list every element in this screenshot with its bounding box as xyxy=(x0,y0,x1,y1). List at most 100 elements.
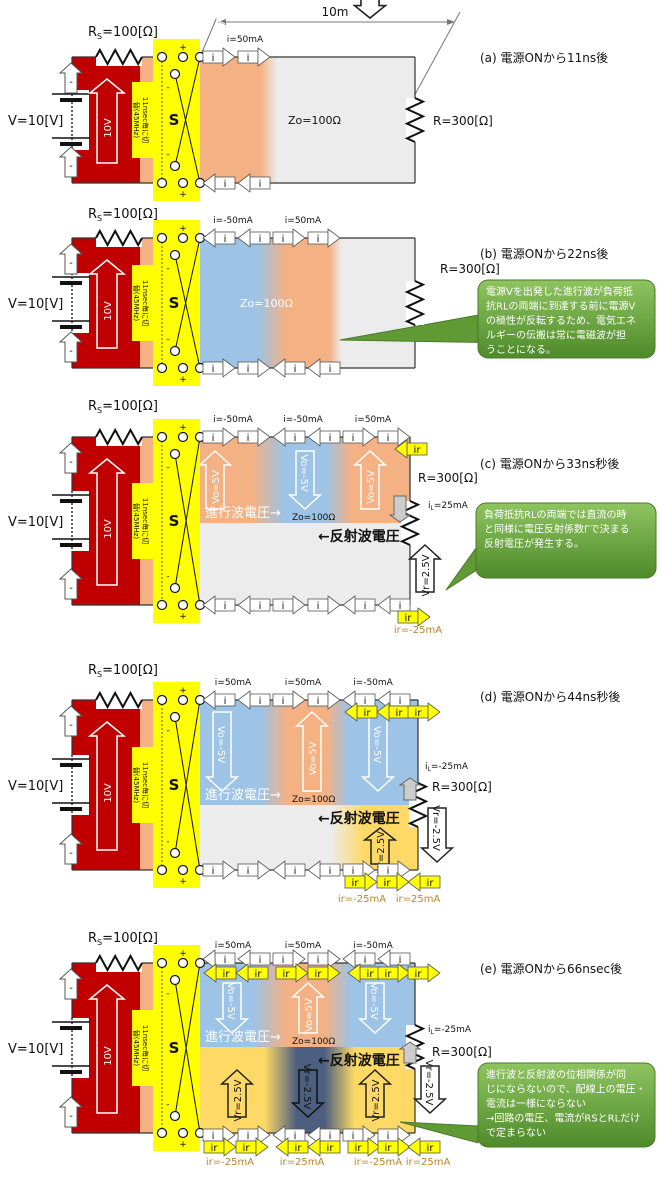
current-arrow-top-head xyxy=(342,949,356,969)
rs-value: =100[Ω] xyxy=(102,207,158,222)
voltage-arrow-label: Vo=-5V xyxy=(215,0,226,25)
source-resistor-label: RS=100[Ω] xyxy=(88,931,158,947)
dimension-10m: 10m xyxy=(199,5,461,101)
reflected-current-arrow-bottom-glyph: ir xyxy=(384,878,392,889)
switch-minus-bottom: - xyxy=(166,1100,169,1110)
battery-minus-sign: - xyxy=(69,457,73,468)
voltage-arrow-label: Vr=-2.5V xyxy=(301,1064,312,1110)
battery-polarity-arrow-icon xyxy=(58,62,84,94)
battery-minus-sign: - xyxy=(69,848,73,859)
switch-minus-top: - xyxy=(166,989,169,999)
panel-e: 進行波と反射波の位相関係が同じにならないので、配線上の電圧・電流は一様にならない… xyxy=(8,931,656,1168)
switch-plus-bottom: + xyxy=(179,877,187,887)
switch-terminal xyxy=(177,864,189,876)
current-arrow-bottom-glyph: i xyxy=(317,601,320,612)
current-arrow-top-head xyxy=(257,427,271,447)
reflected-current-arrow-bottom-glyph: ir xyxy=(243,1143,251,1154)
impedance-label: Zo=100Ω xyxy=(240,297,293,310)
reflected-current-arrow-top-head xyxy=(397,963,411,983)
current-arrow-top-head xyxy=(327,949,341,969)
reflected-current-arrow-bottom-head xyxy=(407,872,421,892)
battery-polarity-arrow-icon xyxy=(58,243,84,275)
switch-note-line1: 11nsec毎に切 xyxy=(141,1025,150,1071)
reflected-wave-region xyxy=(200,523,410,605)
current-arrow-bottom-glyph: i xyxy=(352,866,355,877)
source-resistor-label: RS=100[Ω] xyxy=(88,399,158,415)
battery-icon xyxy=(52,755,90,815)
callout-text-line: の極性が反転するため、電気エネ xyxy=(486,314,636,327)
switch-terminal xyxy=(177,599,189,611)
rs-main: R xyxy=(88,663,97,678)
reflected-current-arrow-top-glyph: ir xyxy=(255,969,263,980)
current-arrow-bottom-head xyxy=(237,173,251,193)
switch-cross-wire xyxy=(174,254,201,369)
current-arrow-bottom-head xyxy=(202,173,216,193)
voltage-arrow-label: Vr=2.5V xyxy=(371,1079,382,1121)
reflected-current-arrow-top-glyph: ir xyxy=(223,969,231,980)
switch-note-line2: 替(45MHz) xyxy=(132,1030,141,1067)
current-arrow-bottom-glyph: i xyxy=(247,364,250,375)
load-resistor-label: R=300[Ω] xyxy=(440,262,500,276)
switch-terminal xyxy=(177,1127,189,1139)
load-current-arrow-icon xyxy=(398,1041,422,1064)
current-arrow-bottom-glyph: i xyxy=(329,866,332,877)
current-arrow-top-glyph: i xyxy=(224,234,227,245)
source-resistor-icon xyxy=(95,47,143,67)
voltage-arrow-label: Vo=5V xyxy=(366,470,377,504)
battery-polarity-arrow-icon xyxy=(58,568,84,600)
reflected-current-arrow-top-head xyxy=(394,439,408,459)
source-voltage-arrow-label: 10V xyxy=(103,118,114,138)
switch-note-box xyxy=(132,82,154,158)
load-current-arrow-icon xyxy=(388,495,412,523)
current-arrow-bottom-glyph: i xyxy=(329,364,332,375)
switch-plus-bottom: + xyxy=(179,1140,187,1150)
reflected-current-arrow-bottom-head xyxy=(364,872,378,892)
reflected-current-arrow-bottom-head xyxy=(397,1137,411,1157)
current-arrow-bottom-head xyxy=(222,358,236,378)
rs-sub: S xyxy=(97,32,102,41)
current-arrow-bottom-head xyxy=(307,1125,321,1145)
voltage-arrow-label: Vo=5V xyxy=(299,0,310,10)
current-arrow-top-glyph: i xyxy=(247,53,250,64)
switch-note-box xyxy=(132,483,154,559)
current-arrow-bottom-glyph: i xyxy=(387,1131,390,1142)
switch-note-line1: 11nsec毎に切 xyxy=(141,97,150,143)
switch-minus-bottom: - xyxy=(166,572,169,582)
current-arrow-top-glyph: i xyxy=(259,696,262,707)
current-arrow-top-glyph: i xyxy=(212,53,215,64)
source-voltage-label: V=10[V] xyxy=(8,114,63,129)
voltage-arrow xyxy=(290,981,326,1034)
current-arrow-top-glyph: i xyxy=(387,433,390,444)
switch-label: S xyxy=(169,1039,180,1057)
current-arrow-bottom-head xyxy=(257,358,271,378)
reflected-current-arrow-bottom-glyph: ir xyxy=(427,878,435,889)
switch-terminal xyxy=(169,582,181,594)
load-resistor-icon xyxy=(407,782,429,828)
current-arrow-top-head xyxy=(342,690,356,710)
switch-note-line2: 替(45MHz) xyxy=(132,767,141,804)
switch-terminal xyxy=(169,847,181,859)
reflected-current-arrow-bottom-head xyxy=(417,607,431,627)
reflected-wave-label: ←反射波電圧 xyxy=(318,1052,400,1069)
source-voltage-arrow xyxy=(87,984,127,1114)
battery-minus-sign: - xyxy=(69,583,73,594)
callout-text-line: →回路の電圧、電流がRSとRLだけ xyxy=(486,1112,640,1125)
switch-terminal xyxy=(177,362,189,374)
current-arrow-bottom-glyph: i xyxy=(329,1131,332,1142)
current-arrow-bottom-glyph: i xyxy=(294,866,297,877)
voltage-arrow-label: Vr=2.5V xyxy=(233,1079,244,1121)
source-voltage-label: V=10[V] xyxy=(8,297,63,312)
current-arrow-bottom-head xyxy=(272,358,286,378)
battery-minus-sign: - xyxy=(69,77,73,88)
battery-polarity-arrow-icon xyxy=(58,331,84,363)
voltage-arrow xyxy=(294,710,330,792)
voltage-arrow-label: Vo=-5V xyxy=(368,982,379,1020)
impedance-label: Zo=100Ω xyxy=(292,513,335,523)
current-arrow-bottom-head xyxy=(292,595,306,615)
panel-title: (d) 電源ONから44ns秒後 xyxy=(480,690,620,704)
current-arrow-top-glyph: i xyxy=(364,955,367,966)
voltage-arrow xyxy=(419,807,455,864)
current-arrow-bottom-head xyxy=(202,595,216,615)
